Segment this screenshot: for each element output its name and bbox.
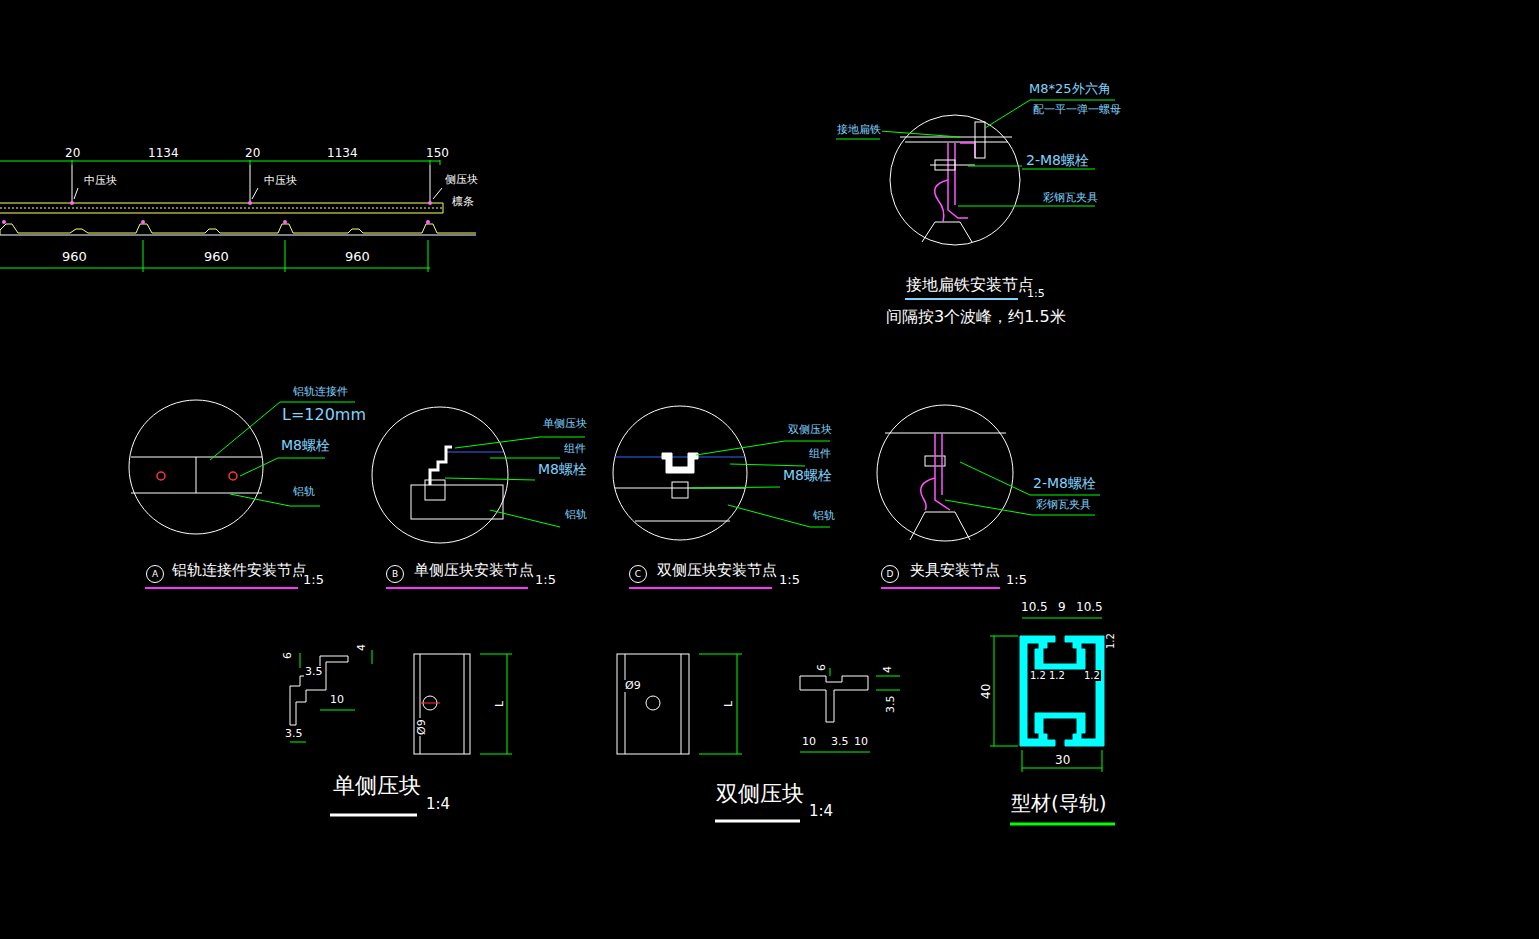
drawing-label: L <box>723 700 735 708</box>
detail-marker: D <box>881 565 899 583</box>
drawing-label: 10.5 <box>1075 601 1104 614</box>
drawing-label: 1:5 <box>1026 288 1046 300</box>
drawing-label: Ø9 <box>624 680 642 692</box>
drawing-label: 彩钢瓦夹具 <box>1042 192 1099 204</box>
drawing-label: 40 <box>980 683 993 700</box>
drawing-label: 1.2 <box>1029 670 1047 681</box>
drawing-label: 10 <box>329 694 345 706</box>
drawing-label: 3.5 <box>830 736 850 748</box>
drawing-label: 20 <box>64 147 81 160</box>
drawing-label: 1134 <box>326 147 359 160</box>
drawing-label: 1.2 <box>1083 670 1101 681</box>
drawing-label: 铝轨连接件安装节点 <box>171 562 308 579</box>
drawing-label: 1:4 <box>425 796 451 813</box>
drawing-label: 接地扁铁 <box>836 124 882 136</box>
detail-letter: D <box>887 570 894 579</box>
detail-letter: B <box>392 570 398 579</box>
drawing-label: 1:5 <box>1005 573 1028 587</box>
drawing-label: 1.2 <box>1048 670 1066 681</box>
drawing-label: 10 <box>801 736 817 748</box>
drawing-label: 铝轨连接件 <box>292 386 349 398</box>
drawing-label: 单侧压块 <box>542 418 588 430</box>
drawing-label: 侧压块 <box>444 174 479 186</box>
drawing-label: 960 <box>203 250 230 264</box>
drawing-label: 3.5 <box>304 666 324 678</box>
drawing-label: 夹具安装节点 <box>909 562 1001 579</box>
drawing-label: 1:5 <box>534 573 557 587</box>
drawing-label: 组件 <box>808 448 832 460</box>
drawing-label: 双侧压块 <box>715 782 805 806</box>
drawing-label: 铝轨 <box>812 510 836 522</box>
drawing-label: 6 <box>282 651 294 660</box>
drawing-label: 10 <box>853 736 869 748</box>
drawing-label: 双侧压块 <box>787 424 833 436</box>
drawing-label: 10.5 <box>1020 601 1049 614</box>
drawing-label: 960 <box>61 250 88 264</box>
drawing-label: 4 <box>356 643 368 652</box>
drawing-label: 150 <box>425 147 450 160</box>
drawing-label: 3.5 <box>284 728 304 740</box>
drawing-label: 单侧压块安装节点 <box>413 562 535 579</box>
drawing-label: L <box>494 700 506 708</box>
drawing-label: 双侧压块安装节点 <box>656 562 778 579</box>
drawing-label: M8*25外六角 <box>1028 82 1112 96</box>
drawing-label: 间隔按3个波峰，约1.5米 <box>885 308 1067 326</box>
detail-marker: C <box>629 565 647 583</box>
drawing-label: 20 <box>244 147 261 160</box>
drawing-label: 2-M8螺栓 <box>1032 476 1097 491</box>
detail-letter: C <box>635 570 641 579</box>
drawing-label: Ø9 <box>416 718 428 736</box>
drawing-label: M8螺栓 <box>280 438 331 453</box>
drawing-label: 2-M8螺栓 <box>1025 153 1090 168</box>
drawing-label: 配一平一弹一螺母 <box>1032 104 1122 116</box>
drawing-label: 6 <box>816 663 828 672</box>
drawing-label: M8螺栓 <box>782 468 833 483</box>
drawing-label: 檩条 <box>451 196 475 208</box>
drawing-label: 1.2 <box>1105 632 1116 650</box>
drawing-label: 30 <box>1054 754 1071 767</box>
drawing-label: 组件 <box>563 443 587 455</box>
drawing-label: 型材(导轨) <box>1010 792 1108 814</box>
detail-marker: A <box>146 565 164 583</box>
drawing-label: 1:5 <box>302 573 325 587</box>
detail-letter: A <box>152 570 158 579</box>
drawing-label: L=120mm <box>281 406 367 424</box>
detail-marker: B <box>386 565 404 583</box>
drawing-label: 960 <box>344 250 371 264</box>
drawing-label: 1:5 <box>778 573 801 587</box>
drawing-label: 中压块 <box>263 175 298 187</box>
drawing-label: 接地扁铁安装节点 <box>905 276 1035 294</box>
drawing-label: 1:4 <box>808 803 834 820</box>
drawing-label: 单侧压块 <box>332 774 422 798</box>
drawing-label: 铝轨 <box>564 509 588 521</box>
drawing-label: 1134 <box>147 147 180 160</box>
drawing-label: 中压块 <box>83 175 118 187</box>
drawing-label: M8螺栓 <box>537 462 588 477</box>
drawing-label: 9 <box>1057 601 1067 614</box>
drawing-label: 彩钢瓦夹具 <box>1035 499 1092 511</box>
drawing-label: 3.5 <box>885 695 897 715</box>
drawing-label: 铝轨 <box>292 486 316 498</box>
drawing-label: 4 <box>882 665 894 674</box>
